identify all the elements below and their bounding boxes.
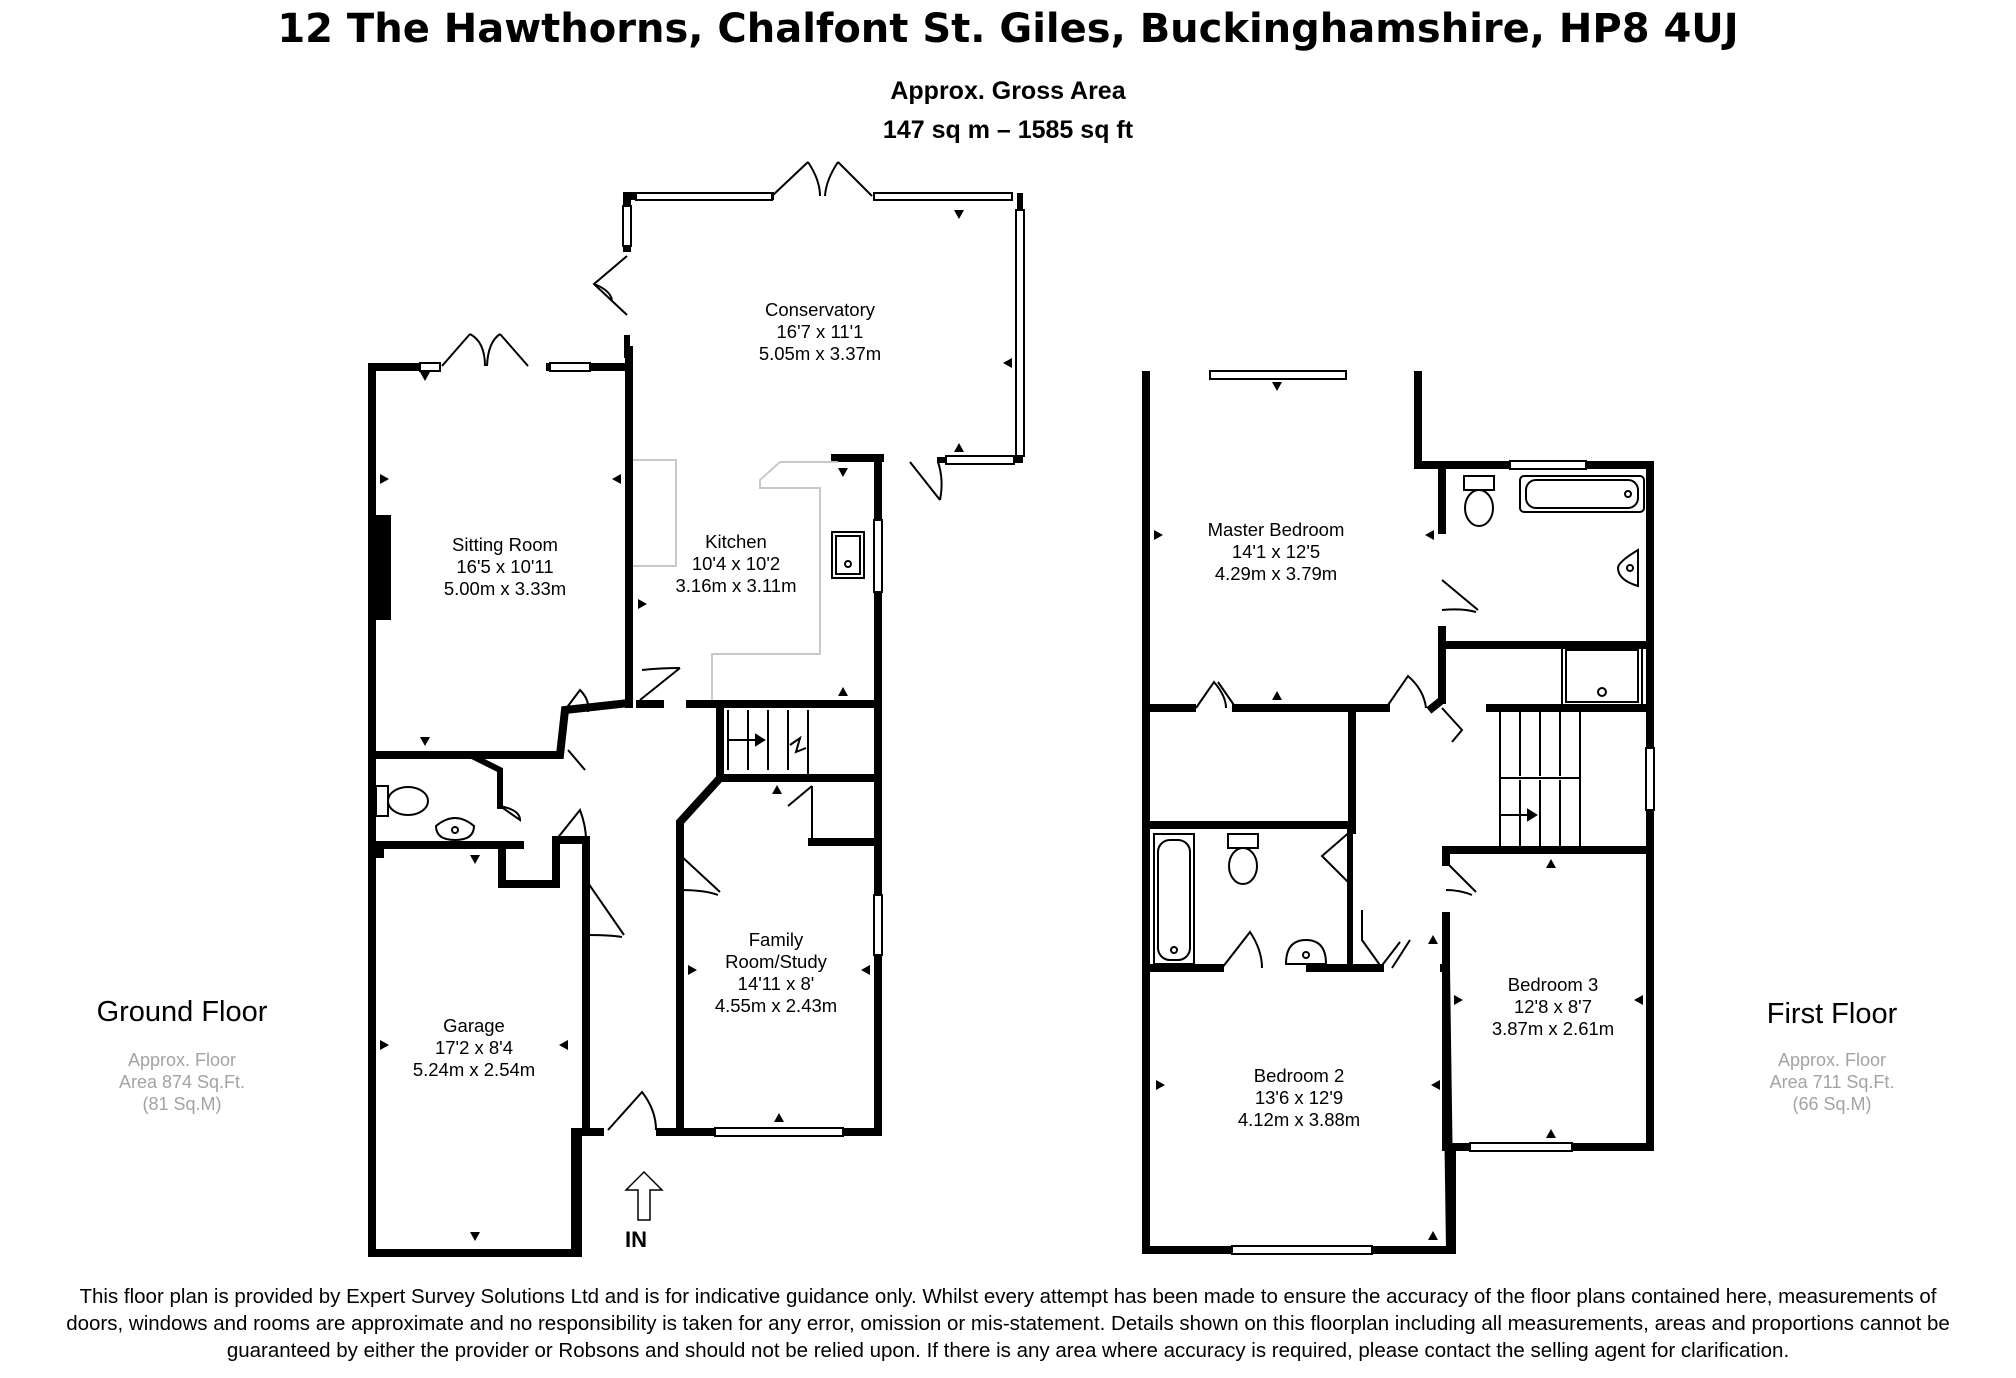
front-door xyxy=(607,1090,657,1131)
room-metric-bedroom-3: 3.87m x 2.61m xyxy=(1492,1018,1614,1039)
window xyxy=(873,519,883,593)
room-name-kitchen: Kitchen xyxy=(705,531,767,552)
room-name-conservatory: Conservatory xyxy=(765,299,876,320)
room-metric-sitting-room: 5.00m x 3.33m xyxy=(444,578,566,599)
first-floor-openings xyxy=(1195,370,1655,1255)
kitchen-sink xyxy=(831,531,865,579)
cupboard-door xyxy=(555,808,587,841)
first-floor-bathroom-fixtures xyxy=(1153,475,1645,965)
ground-room-labels: Conservatory 16'7 x 11'1 5.05m x 3.37m S… xyxy=(413,299,881,1080)
room-name-sitting-room: Sitting Room xyxy=(452,534,558,555)
window xyxy=(635,192,773,201)
room-name-bedroom-3: Bedroom 3 xyxy=(1508,974,1599,995)
french-door-conservatory xyxy=(771,161,873,197)
first-floor-plan xyxy=(1142,371,1654,1255)
disclaimer: This floor plan is provided by Expert Su… xyxy=(0,1283,2016,1364)
kitchen-door xyxy=(639,667,681,701)
window xyxy=(549,362,591,372)
room-imperial-kitchen: 10'4 x 10'2 xyxy=(692,553,780,574)
window xyxy=(714,1127,844,1137)
window xyxy=(945,455,1015,465)
wardrobe-door xyxy=(1195,680,1237,709)
room-name-bedroom-2: Bedroom 2 xyxy=(1254,1065,1345,1086)
room-name-family-room: Family xyxy=(749,929,804,950)
room-name-master-bedroom: Master Bedroom xyxy=(1208,519,1345,540)
first-floor-area-line1: Approx. Floor xyxy=(1777,1050,1887,1070)
hall-cupboard xyxy=(498,836,590,888)
first-floor-outer-walls xyxy=(1142,371,1654,1254)
hall-door xyxy=(585,879,625,938)
window xyxy=(873,894,883,956)
room-imperial-bedroom-3: 12'8 x 8'7 xyxy=(1514,996,1592,1017)
room-name2-family-room: Room/Study xyxy=(725,951,828,972)
window xyxy=(1015,209,1025,457)
disclaimer-line-2: doors, windows and rooms are approximate… xyxy=(66,1312,1950,1335)
french-door-sitting xyxy=(441,333,529,367)
family-room-walls xyxy=(676,772,726,1136)
bedroom-3-door xyxy=(1445,861,1477,896)
entrance-arrow-icon xyxy=(624,1170,664,1221)
window xyxy=(1645,747,1655,811)
kitchen-worktops xyxy=(633,459,838,700)
room-imperial-bedroom-2: 13'6 x 12'9 xyxy=(1255,1087,1343,1108)
ground-stairs xyxy=(727,710,809,775)
window xyxy=(873,192,1013,201)
room-metric-family-room: 4.55m x 2.43m xyxy=(715,995,837,1016)
room-metric-bedroom-2: 4.12m x 3.88m xyxy=(1238,1109,1360,1130)
gross-area-value: 147 sq m – 1585 sq ft xyxy=(882,116,1134,144)
gross-area-label: Approx. Gross Area xyxy=(890,77,1126,105)
room-name-garage: Garage xyxy=(443,1015,505,1036)
ensuite-door xyxy=(1441,579,1479,613)
room-imperial-garage: 17'2 x 8'4 xyxy=(435,1037,513,1058)
room-metric-conservatory: 5.05m x 3.37m xyxy=(759,343,881,364)
wc-door xyxy=(1221,930,1263,969)
first-floor-area-line2: Area 711 Sq.Ft. xyxy=(1769,1072,1895,1092)
window xyxy=(1469,1142,1573,1152)
disclaimer-line-1: This floor plan is provided by Expert Su… xyxy=(79,1285,1937,1308)
ground-dimension-markers xyxy=(380,210,1012,1241)
wc-fixtures xyxy=(375,785,476,842)
first-floor-area-line3: (66 Sq.M) xyxy=(1792,1094,1872,1114)
room-imperial-master-bedroom: 14'1 x 12'5 xyxy=(1232,541,1320,562)
first-room-labels: Master Bedroom 14'1 x 12'5 4.29m x 3.79m… xyxy=(1208,519,1615,1130)
window xyxy=(1509,460,1587,470)
entrance-label: IN xyxy=(625,1227,647,1252)
first-floor-label: First Floor xyxy=(1766,998,1898,1030)
disclaimer-line-3: guaranteed by either the provider or Rob… xyxy=(226,1339,1790,1362)
ground-floor-area-line1: Approx. Floor xyxy=(127,1050,237,1070)
first-floor-stairs xyxy=(1499,709,1646,848)
window xyxy=(1231,1245,1373,1255)
room-imperial-sitting-room: 16'5 x 10'11 xyxy=(456,556,553,577)
ground-floor-plan xyxy=(368,192,1023,1257)
master-bedroom-door xyxy=(1385,674,1427,709)
window xyxy=(419,362,441,372)
room-metric-kitchen: 3.16m x 3.11m xyxy=(676,575,797,596)
first-dimension-markers xyxy=(1154,382,1643,1240)
family-room-door xyxy=(679,854,721,896)
window xyxy=(1209,370,1347,380)
ground-floor-area-line3: (81 Sq.M) xyxy=(142,1094,222,1114)
door xyxy=(909,461,943,501)
room-imperial-family-room: 14'11 x 8' xyxy=(738,973,815,994)
room-metric-master-bedroom: 4.29m x 3.79m xyxy=(1215,563,1337,584)
ground-floor-openings xyxy=(419,161,1025,1137)
room-imperial-conservatory: 16'7 x 11'1 xyxy=(777,321,864,342)
room-metric-garage: 5.24m x 2.54m xyxy=(413,1059,535,1080)
ground-floor-label: Ground Floor xyxy=(96,996,268,1028)
chimney-breast xyxy=(375,515,391,620)
bathroom-door xyxy=(1320,829,1353,887)
ground-floor-area-line2: Area 874 Sq.Ft. xyxy=(118,1072,246,1092)
page-title: 12 The Hawthorns, Chalfont St. Giles, Bu… xyxy=(277,6,1739,52)
